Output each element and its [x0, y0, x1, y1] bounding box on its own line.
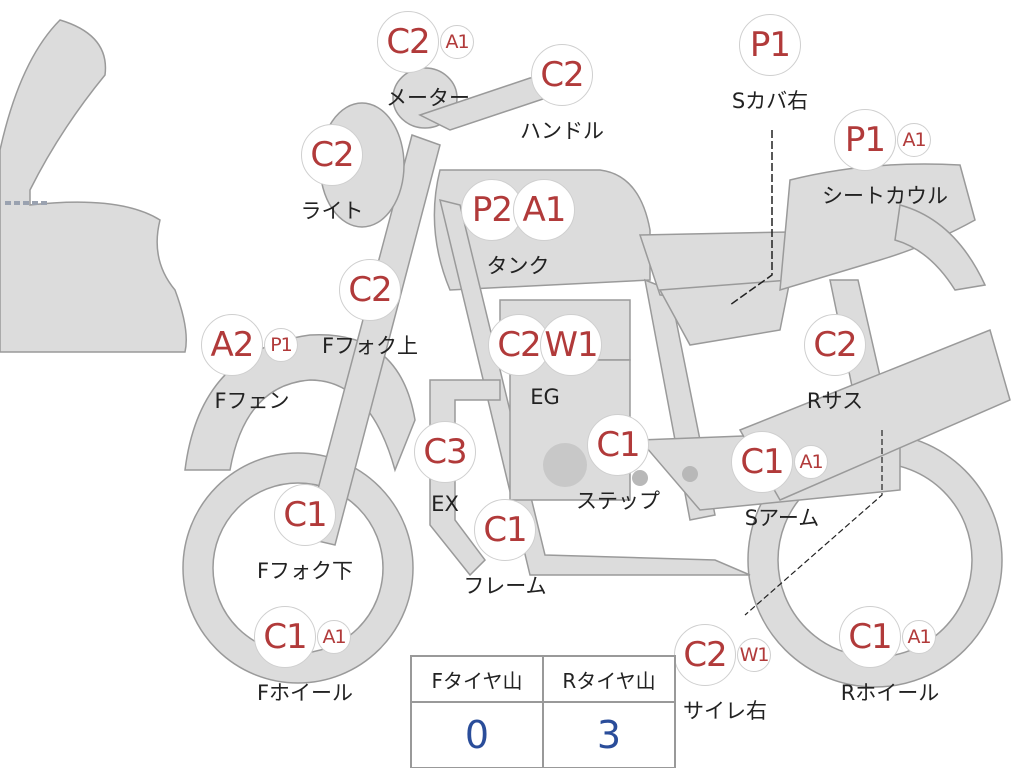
grade-badge: P1: [264, 328, 298, 362]
grade-badges: P1: [739, 14, 801, 76]
grade-badge: A2: [201, 314, 263, 376]
grade-badge: C2: [339, 259, 401, 321]
grade-badge: C2: [301, 124, 363, 186]
part-label: サイレ右: [683, 699, 767, 723]
grade-badge: A1: [794, 445, 828, 479]
grade-badges: C1: [587, 414, 649, 476]
grade-badge: C2: [531, 44, 593, 106]
part-label: Rホイール: [840, 681, 940, 705]
grade-badge: W1: [540, 314, 602, 376]
grade-badges: C1: [274, 484, 336, 546]
side-cover-leader-line: [729, 130, 773, 306]
rear-tire-tread-value: 3: [542, 701, 676, 768]
grade-badge: C1: [474, 499, 536, 561]
grade-badges: C2: [339, 259, 401, 321]
part-label: Fフォク下: [256, 559, 354, 583]
grade-badge: P1: [834, 109, 896, 171]
grade-badge: P2: [461, 179, 523, 241]
step-peg-right: [682, 466, 698, 482]
front-wheel-outer-edge: [182, 452, 414, 684]
part-label: シートカウル: [822, 184, 948, 208]
seat-shape: [658, 279, 791, 346]
grade-badge: A1: [897, 123, 931, 157]
rear-tire-tread-header: Rタイヤ山: [542, 655, 676, 703]
part-label: EG: [530, 385, 560, 409]
part-label: メーター: [386, 86, 470, 110]
front-tire-tread-value: 0: [410, 701, 544, 768]
grade-badge: C2: [377, 11, 439, 73]
grade-badge: C1: [587, 414, 649, 476]
grade-badge: C1: [731, 431, 793, 493]
part-label: タンク: [486, 254, 550, 278]
front-wheel-shape: [183, 453, 413, 683]
front-tire-tread-header: Fタイヤ山: [410, 655, 544, 703]
part-label: ハンドル: [520, 119, 604, 143]
silencer-leader-line: [744, 430, 883, 616]
grade-badge: A1: [902, 620, 936, 654]
part-label: Sアーム: [744, 506, 820, 530]
step-peg-left: [632, 470, 648, 486]
front-cowl-shape: [0, 19, 187, 353]
tail-fin-shape: [894, 204, 987, 291]
grade-badge: C2: [804, 314, 866, 376]
part-label: Rサス: [806, 389, 864, 413]
part-label: ライト: [300, 199, 364, 223]
grade-badges: C3: [414, 421, 476, 483]
part-label: ステップ: [576, 489, 660, 513]
front-fork-shape: [304, 134, 441, 546]
grade-badge: C2: [488, 314, 550, 376]
part-label: Fフェン: [214, 389, 290, 413]
grade-badge: A1: [513, 179, 575, 241]
seat-cowl-shape: [779, 163, 976, 292]
grade-badges: C2: [804, 314, 866, 376]
grade-badge: C1: [274, 484, 336, 546]
part-label: Sカバ右: [731, 89, 809, 113]
tire-tread-table: Fタイヤ山 Rタイヤ山 0 3: [410, 655, 676, 768]
grade-badge: P1: [739, 14, 801, 76]
grade-badges: C2: [531, 44, 593, 106]
grade-badge: C1: [839, 606, 901, 668]
grade-badge: A1: [317, 620, 351, 654]
grade-badge: C2: [674, 624, 736, 686]
part-label: Fホイール: [256, 681, 354, 705]
grade-badges: C2: [301, 124, 363, 186]
part-label: フレーム: [463, 574, 547, 598]
grade-badge: W1: [737, 638, 771, 672]
grade-badge: C3: [414, 421, 476, 483]
engine-cover-shape: [543, 443, 587, 487]
part-label: Fフォク上: [321, 334, 419, 358]
grade-badge: C1: [254, 606, 316, 668]
grade-badges: C1: [474, 499, 536, 561]
grade-badge: A1: [440, 25, 474, 59]
part-label: EX: [431, 492, 459, 516]
